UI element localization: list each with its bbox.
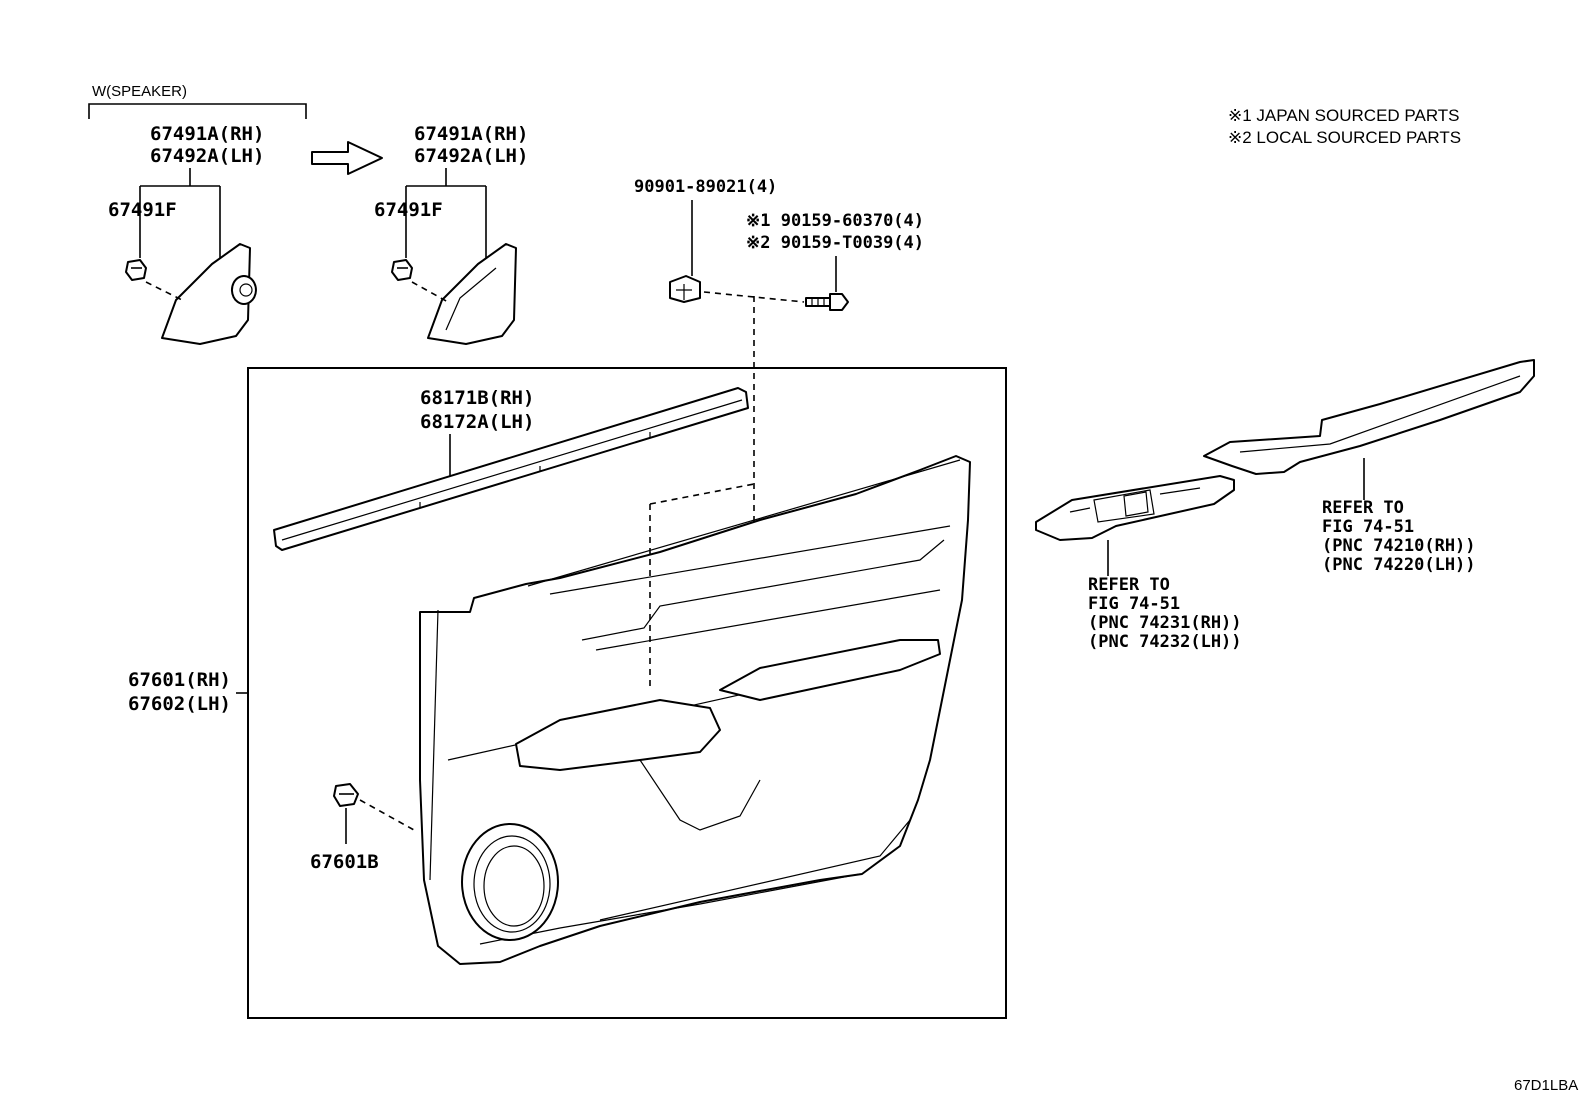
armrest-ref-line4: (PNC 74220(LH)) [1322, 555, 1476, 575]
door-trim-rh-label: 67601(RH) [128, 669, 231, 691]
right-clip-label: 67491F [374, 199, 443, 221]
trim-clip-label: 67601B [310, 851, 379, 873]
note-japan-sourced: ※1 JAPAN SOURCED PARTS [1228, 106, 1460, 125]
fastener-clip-label: 90901-89021(4) [634, 177, 777, 197]
clip-to-screw-dashed [703, 291, 805, 303]
trim-clip-dashed [359, 799, 415, 831]
right-clip-67491f [391, 259, 413, 281]
left-speaker-cover [161, 243, 257, 345]
left-clip-label: 67491F [108, 199, 177, 221]
switch-ref-line4: (PNC 74232(LH)) [1088, 632, 1242, 652]
fastener-clip [669, 275, 701, 303]
armrest-ref-line2: FIG 74-51 [1322, 517, 1414, 537]
figure-code: 67D1LBA [1514, 1077, 1578, 1094]
right-clip-dashed [411, 281, 449, 303]
note-local-sourced: ※2 LOCAL SOURCED PARTS [1228, 128, 1461, 147]
left-cover-rh-label: 67491A(RH) [150, 123, 264, 145]
right-cover-lh-label: 67492A(LH) [414, 145, 528, 167]
armrest-upper [1203, 359, 1535, 475]
armrest-ref-line1: REFER TO [1322, 498, 1404, 518]
right-cover-rh-label: 67491A(RH) [414, 123, 528, 145]
speaker-group-header: W(SPEAKER) [92, 83, 187, 100]
belt-moulding [273, 387, 749, 551]
left-cover-leader [139, 168, 221, 262]
left-cover-lh-label: 67492A(LH) [150, 145, 264, 167]
trim-clip-67601b [333, 783, 359, 807]
screw [805, 293, 849, 311]
power-window-switch-base [1035, 475, 1235, 541]
trim-dashed-top [649, 483, 755, 505]
switch-ref-line1: REFER TO [1088, 575, 1170, 595]
screw-japan-label: ※1 90159-60370(4) [746, 211, 924, 231]
switch-ref-line2: FIG 74-51 [1088, 594, 1180, 614]
right-cover-leader [405, 168, 487, 262]
screw-local-label: ※2 90159-T0039(4) [746, 233, 924, 253]
door-trim-panel [419, 455, 971, 965]
belt-moulding-lh-label: 68172A(LH) [420, 411, 534, 433]
switch-ref-line3: (PNC 74231(RH)) [1088, 613, 1242, 633]
belt-moulding-rh-label: 68171B(RH) [420, 387, 534, 409]
arrow-icon [311, 141, 383, 175]
right-speaker-cover [427, 243, 517, 345]
armrest-ref-line3: (PNC 74210(RH)) [1322, 536, 1476, 556]
left-clip-dashed [145, 281, 183, 301]
door-trim-lh-label: 67602(LH) [128, 693, 231, 715]
left-clip-67491f [125, 259, 147, 281]
speaker-group-bracket [88, 103, 307, 119]
